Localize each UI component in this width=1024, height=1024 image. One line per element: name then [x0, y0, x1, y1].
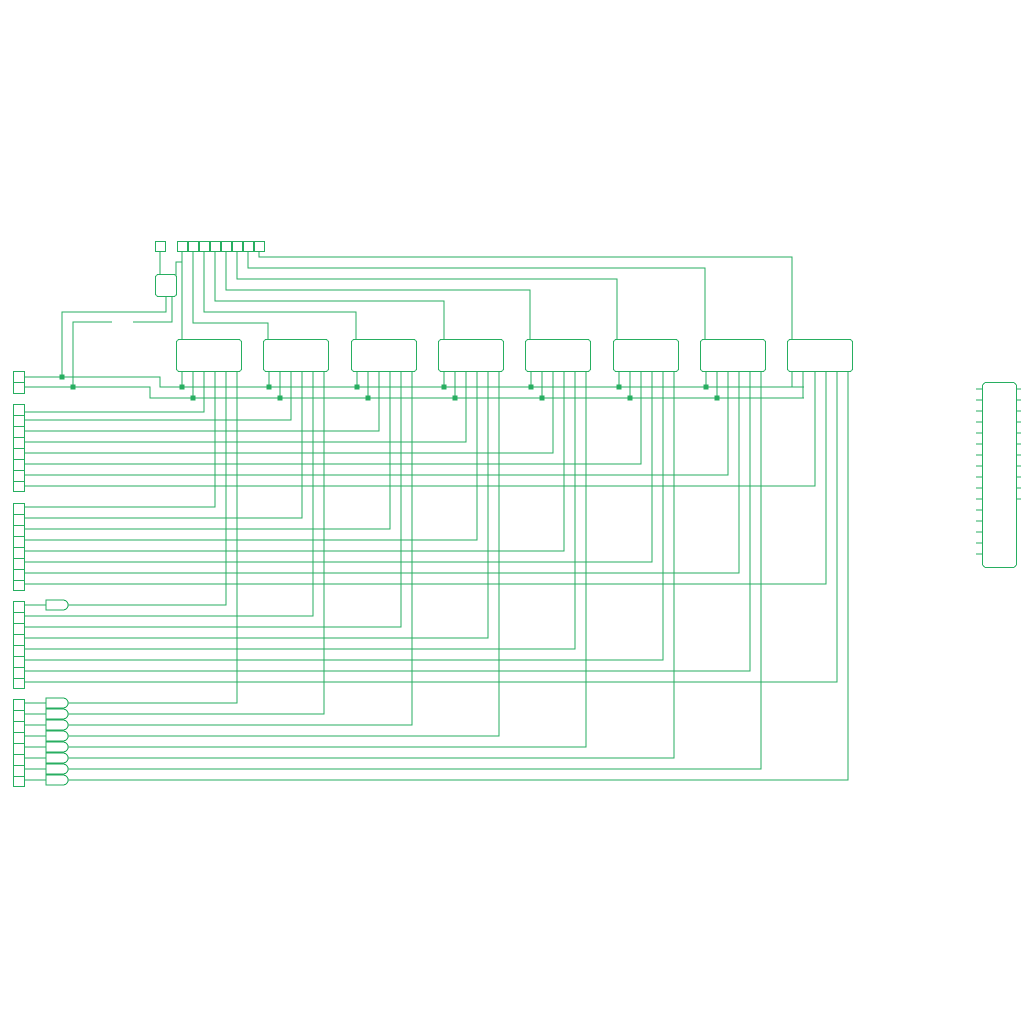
buffer-gate: [45, 719, 69, 731]
data-wire: [24, 371, 292, 421]
data-wire: [24, 371, 642, 465]
data-wire: [24, 371, 402, 628]
data-wire: [24, 371, 227, 606]
junction-dot: [277, 395, 283, 401]
data-wire: [24, 371, 238, 704]
register-cell: [263, 339, 329, 372]
data-wire: [24, 371, 729, 476]
junction-dot: [627, 395, 633, 401]
selector-bit-cell: [232, 241, 243, 252]
data-wire: [24, 371, 467, 443]
data-wire: [24, 371, 303, 519]
data-wire: [24, 371, 380, 432]
buffer-gate: [45, 599, 69, 611]
selector-bit-cell: [199, 241, 210, 252]
junction-dot: [70, 384, 76, 390]
selector-bit-cell: [254, 241, 265, 252]
buffer-gate: [45, 697, 69, 709]
junction-dot: [452, 395, 458, 401]
junction-dot: [179, 384, 185, 390]
register-cell: [438, 339, 504, 372]
data-wire: [24, 371, 478, 541]
data-wire: [24, 371, 413, 726]
data-wire: [24, 371, 500, 737]
data-wire: [24, 371, 554, 454]
register-cell: [700, 339, 766, 372]
selector-bit-cell: [188, 241, 199, 252]
control-line-a: [24, 376, 804, 388]
junction-dots: [59, 374, 720, 401]
junction-dot: [190, 395, 196, 401]
data-wire: [24, 371, 653, 563]
wires: [24, 251, 849, 781]
selector-bit-cell: [177, 241, 188, 252]
control-end-b: [802, 371, 804, 399]
data-wire: [24, 371, 751, 672]
selector-to-register: [247, 251, 706, 339]
register-cell: [787, 339, 853, 372]
selector-bit-cell: [221, 241, 232, 252]
data-wire: [24, 371, 325, 715]
data-wire: [24, 371, 576, 650]
junction-dot: [616, 384, 622, 390]
data-wire: [24, 371, 216, 508]
buffer-gate: [45, 763, 69, 775]
selector-to-register: [225, 251, 531, 339]
data-wire: [24, 371, 675, 759]
junction-dot: [528, 384, 534, 390]
junction-dot: [365, 395, 371, 401]
output-chip: [982, 382, 1017, 568]
junction-dot: [266, 384, 272, 390]
feedback-wire-b: [72, 321, 112, 387]
junction-dot: [714, 395, 720, 401]
buffer-gate: [45, 752, 69, 764]
register-cell: [176, 339, 242, 372]
data-wire: [24, 371, 838, 683]
buffer-gate: [45, 774, 69, 786]
buffer-gate: [45, 708, 69, 720]
junction-dot: [59, 374, 65, 380]
buffer-gate: [45, 741, 69, 753]
data-wire: [24, 371, 849, 781]
junction-dot: [703, 384, 709, 390]
data-wire: [24, 371, 391, 530]
data-wire: [24, 371, 762, 770]
selector-to-register: [258, 251, 793, 339]
data-wire: [24, 371, 827, 585]
components: [13, 241, 1021, 787]
data-wire: [24, 371, 314, 617]
selector-to-register: [192, 251, 269, 339]
feedback-wire-a: [61, 296, 167, 377]
selector-bit-cell: [243, 241, 254, 252]
selector-to-register: [214, 251, 445, 339]
control-line-b: [24, 386, 804, 399]
register-cell: [613, 339, 679, 372]
selector-mux: [155, 274, 177, 297]
selector-to-register: [236, 251, 618, 339]
selector-bit-cell: [210, 241, 221, 252]
junction-dot: [441, 384, 447, 390]
control-end-a: [791, 371, 804, 388]
register-cell: [351, 339, 417, 372]
data-wire: [24, 371, 587, 748]
data-wire: [24, 371, 816, 487]
junction-dot: [354, 384, 360, 390]
data-wire: [24, 371, 740, 574]
data-wire: [24, 371, 565, 552]
selector-to-register: [203, 251, 357, 339]
data-wire: [24, 371, 205, 413]
data-wire: [24, 371, 664, 661]
selector-single-cell: [155, 241, 166, 252]
register-cell: [525, 339, 591, 372]
data-wire: [24, 371, 489, 639]
buffer-gate: [45, 730, 69, 742]
feedback-wire-c: [133, 296, 173, 323]
junction-dot: [539, 395, 545, 401]
